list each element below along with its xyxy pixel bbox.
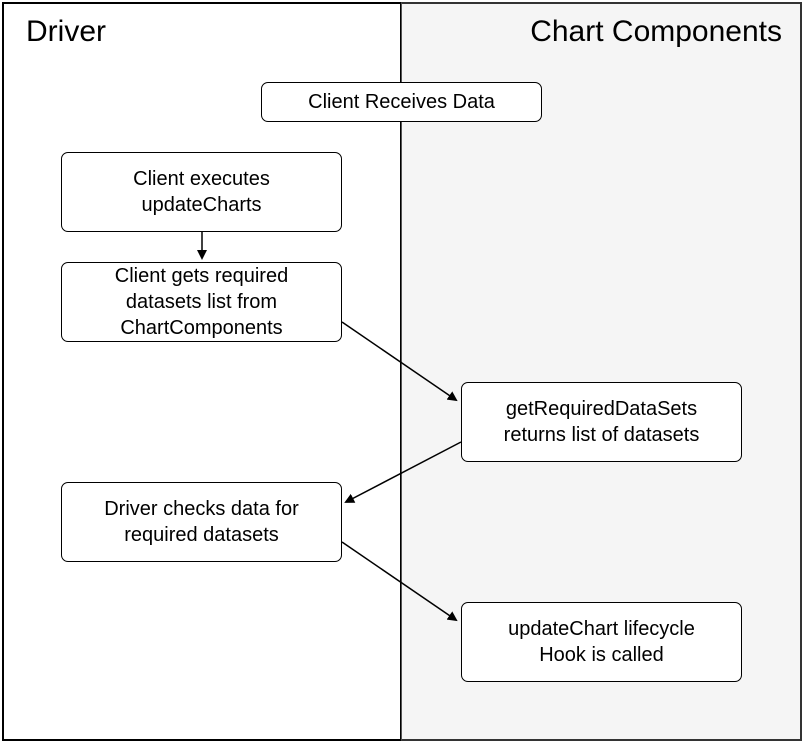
get-required-datasets-node[interactable]: getRequiredDataSets returns list of data…	[461, 382, 742, 462]
client-gets-datasets-label: Client gets required datasets list from …	[114, 265, 289, 339]
client-gets-datasets-node[interactable]: Client gets required datasets list from …	[61, 262, 342, 342]
driver-checks-data-label: Driver checks data for required datasets	[104, 498, 299, 546]
update-chart-hook-label: updateChart lifecycle Hook is called	[508, 618, 695, 666]
driver-checks-data-node[interactable]: Driver checks data for required datasets	[61, 482, 342, 562]
update-chart-hook-node[interactable]: updateChart lifecycle Hook is called	[461, 602, 742, 682]
get-required-datasets-label: getRequiredDataSets returns list of data…	[503, 398, 700, 446]
client-executes-update-charts-node[interactable]: Client executes updateCharts	[61, 152, 342, 232]
client-executes-update-charts-label: Client executes updateCharts	[133, 168, 270, 216]
client-receives-data-node[interactable]: Client Receives Data	[261, 82, 542, 122]
driver-lane	[2, 2, 402, 741]
chart-components-lane-title: Chart Components	[530, 15, 782, 48]
client-receives-data-label: Client Receives Data	[308, 91, 495, 113]
driver-lane-title: Driver	[26, 15, 106, 48]
